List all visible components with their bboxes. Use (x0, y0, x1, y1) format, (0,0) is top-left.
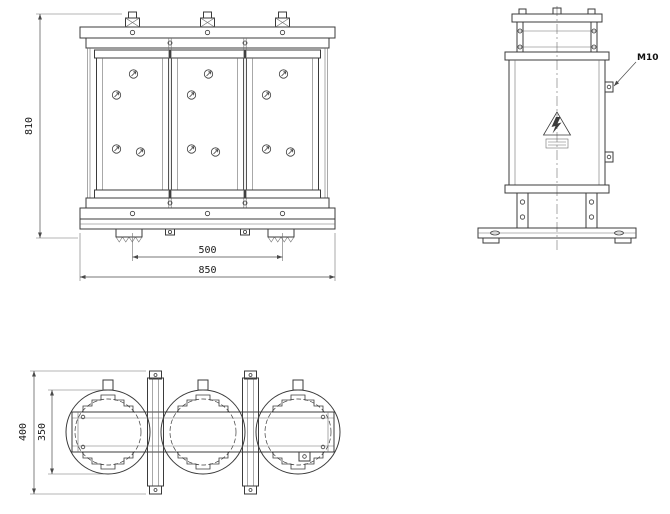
dimension-500: 500 (132, 233, 283, 261)
top-clamp (79, 26, 336, 49)
dim-overall-depth-label: 400 (18, 423, 29, 441)
m10-label: M10 (637, 53, 658, 63)
coil-limb-2 (170, 12, 246, 198)
base-side (477, 227, 637, 244)
ground-lug (298, 451, 311, 462)
dimension-810: 810 (24, 13, 122, 239)
plan-coil-3 (255, 379, 341, 475)
dim-limb-spacing-label: 500 (198, 245, 216, 256)
dimension-400: 400 (18, 370, 146, 495)
terminal-tab-upper (604, 81, 614, 93)
dimension-350: 350 (37, 389, 104, 475)
front-view: 810 500 850 (24, 12, 336, 281)
m10-callout: M10 (613, 53, 658, 87)
tie-rods (87, 38, 328, 208)
clamp-band (71, 411, 335, 462)
dim-coil-diameter-label: 350 (37, 423, 48, 441)
side-view: M10 (477, 6, 658, 252)
vibration-pad (267, 228, 295, 243)
bottom-clamp (79, 197, 336, 220)
dim-overall-width-label: 850 (198, 265, 216, 276)
plan-coil-2 (160, 379, 246, 475)
plan-coil-1 (65, 379, 151, 475)
coil-limb-1 (95, 12, 171, 198)
terminal-tab-lower (604, 151, 614, 163)
dimension-850: 850 (79, 233, 336, 281)
coil-limb-3 (245, 12, 321, 198)
lifting-frame (511, 7, 603, 53)
dim-height-label: 810 (24, 117, 35, 135)
vibration-pad (115, 228, 143, 243)
coil-body-side (504, 51, 614, 194)
top-view: 400 350 (18, 370, 341, 495)
warning-triangle-icon (542, 111, 572, 149)
base-channel (79, 218, 336, 243)
